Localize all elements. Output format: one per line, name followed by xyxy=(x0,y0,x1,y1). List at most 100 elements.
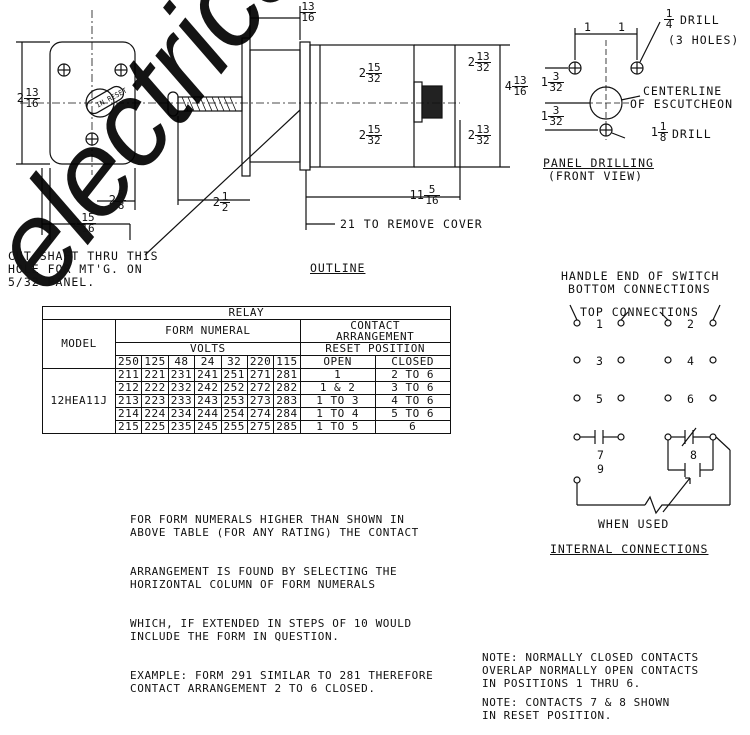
form-numeral-cell: 273 xyxy=(246,394,275,408)
form-numeral-cell: 271 xyxy=(246,368,275,382)
volts-250: 250 xyxy=(114,355,143,369)
open-cell: 1 TO 4 xyxy=(299,407,376,421)
form-numeral-cell: 274 xyxy=(246,407,275,421)
panel-drilling-subtitle: (FRONT VIEW) xyxy=(548,169,644,183)
terminal-7: 7 xyxy=(597,448,605,462)
form-numeral-cell: 272 xyxy=(246,381,275,395)
remove-cover-label: 21 TO REMOVE COVER xyxy=(340,217,483,231)
closed-cell: 3 TO 6 xyxy=(374,381,451,395)
form-numeral-cell: 235 xyxy=(167,420,196,434)
top-connections-label: TOP CONNECTIONS xyxy=(580,305,699,319)
form-numeral-cell: 241 xyxy=(194,368,222,382)
form-numeral-cell: 254 xyxy=(220,407,248,421)
form-numeral-cell: 215 xyxy=(114,420,143,434)
when-used-label: WHEN USED xyxy=(598,517,670,531)
form-numeral-cell: 233 xyxy=(167,394,196,408)
form-numeral-cell: 221 xyxy=(141,368,169,382)
terminal-6: 6 xyxy=(687,392,695,406)
closed-cell: 2 TO 6 xyxy=(374,368,451,382)
volts-24: 24 xyxy=(194,355,222,369)
cut-note-line-3: 5/32 PANEL. xyxy=(8,275,96,289)
form-numeral-cell: 222 xyxy=(141,381,169,395)
closed-cell: 5 TO 6 xyxy=(374,407,451,421)
form-numeral-cell: 245 xyxy=(194,420,222,434)
open-header: OPEN xyxy=(299,355,376,369)
outline-title: OUTLINE xyxy=(310,261,366,275)
drill-small-label: DRILL xyxy=(680,13,720,27)
form-numeral-cell: 253 xyxy=(220,394,248,408)
centerline-label-1: CENTERLINE xyxy=(643,84,723,98)
reset-position-header: RESET POSITION xyxy=(299,342,451,356)
form-numeral-cell: 214 xyxy=(114,407,143,421)
form-numeral-cell: 234 xyxy=(167,407,196,421)
form-numeral-cell: 213 xyxy=(114,394,143,408)
form-numeral-cell: 211 xyxy=(114,368,143,382)
cut-note-line-2: HOLE FOR MT'G. ON xyxy=(8,262,143,276)
volts-115: 115 xyxy=(273,355,301,369)
relay-title: RELAY xyxy=(42,306,451,320)
internal-connections-title: INTERNAL CONNECTIONS xyxy=(550,542,709,556)
form-numeral-header: FORM NUMERAL xyxy=(115,319,301,343)
closed-cell: 6 xyxy=(374,420,451,434)
volts-32: 32 xyxy=(220,355,248,369)
form-numeral-cell: 281 xyxy=(273,368,301,382)
form-numeral-cell: 244 xyxy=(194,407,222,421)
drill-large-label: DRILL xyxy=(672,127,712,141)
volts-48: 48 xyxy=(167,355,196,369)
open-cell: 1 TO 5 xyxy=(299,420,376,434)
form-numeral-cell: 275 xyxy=(246,420,275,434)
form-numeral-cell: 225 xyxy=(141,420,169,434)
open-cell: 1 & 2 xyxy=(299,381,376,395)
closed-cell: 4 TO 6 xyxy=(374,394,451,408)
terminal-5: 5 xyxy=(596,392,604,406)
cut-note-line-1: CUT SHAFT THRU THIS xyxy=(8,249,159,263)
form-numeral-cell: 242 xyxy=(194,381,222,395)
panel-drilling-title: PANEL DRILLING xyxy=(543,156,654,170)
terminal-3: 3 xyxy=(596,354,604,368)
form-numeral-cell: 283 xyxy=(273,394,301,408)
form-numeral-cell: 231 xyxy=(167,368,196,382)
form-numeral-cell: 224 xyxy=(141,407,169,421)
volts-header: VOLTS xyxy=(115,342,301,356)
form-numeral-cell: 251 xyxy=(220,368,248,382)
form-numeral-cell: 243 xyxy=(194,394,222,408)
open-cell: 1 TO 3 xyxy=(299,394,376,408)
drawing-linework xyxy=(16,6,731,515)
model-header: MODEL xyxy=(42,319,116,369)
panel-spacing-right: 1 xyxy=(618,20,626,34)
internal-heading-2: BOTTOM CONNECTIONS xyxy=(568,282,711,296)
terminal-1: 1 xyxy=(596,317,604,331)
form-numeral-cell: 212 xyxy=(114,381,143,395)
terminal-9: 9 xyxy=(597,462,605,476)
open-cell: 1 xyxy=(299,368,376,382)
terminal-8: 8 xyxy=(690,448,698,462)
terminal-4: 4 xyxy=(687,354,695,368)
centerline-label-2: OF ESCUTCHEON xyxy=(630,97,734,111)
closed-header: CLOSED xyxy=(374,355,451,369)
form-numeral-cell: 255 xyxy=(220,420,248,434)
internal-heading-1: HANDLE END OF SWITCH xyxy=(561,269,720,283)
panel-spacing-left: 1 xyxy=(584,20,592,34)
drill-small-count: (3 HOLES) xyxy=(668,33,740,47)
